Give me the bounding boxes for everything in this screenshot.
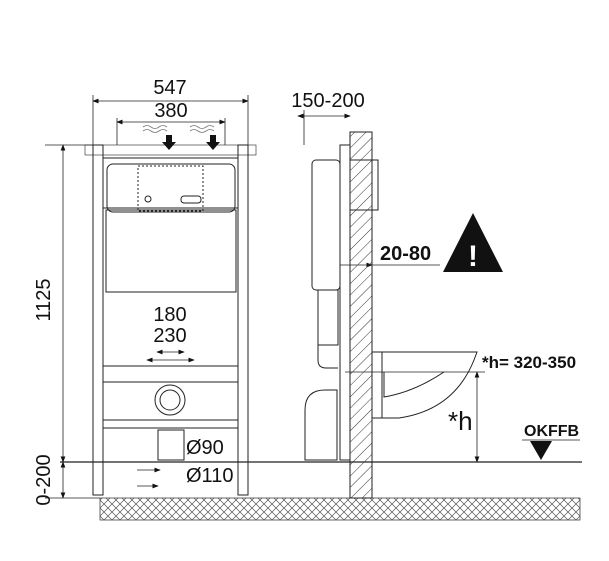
h-label: *h xyxy=(448,406,473,436)
okffb-label: OKFFB xyxy=(524,423,579,440)
dim-d110: Ø110 xyxy=(186,465,233,487)
dim-180: 180 xyxy=(153,304,186,326)
floor-level-marker-icon xyxy=(530,441,552,460)
dim-0-200: 0-200 xyxy=(33,454,55,505)
dim-230: 230 xyxy=(153,325,186,347)
dim-d90: Ø90 xyxy=(186,437,224,459)
dim-380: 380 xyxy=(154,100,187,122)
dim-547: 547 xyxy=(153,77,186,99)
dim-150-200: 150-200 xyxy=(291,90,364,112)
dim-20-80: 20-80 xyxy=(380,243,431,265)
front-frame xyxy=(84,144,257,496)
seat-height-label: *h= 320-350 xyxy=(482,353,576,372)
toilet-bowl xyxy=(371,351,478,419)
svg-text:!: ! xyxy=(468,240,478,273)
flush-arrows xyxy=(142,125,220,150)
floor xyxy=(60,461,582,521)
dim-1125: 1125 xyxy=(33,278,55,321)
dimension-lines xyxy=(45,95,580,499)
wall xyxy=(349,131,373,499)
side-frame xyxy=(304,144,379,461)
warning-icon: ! xyxy=(443,213,503,273)
